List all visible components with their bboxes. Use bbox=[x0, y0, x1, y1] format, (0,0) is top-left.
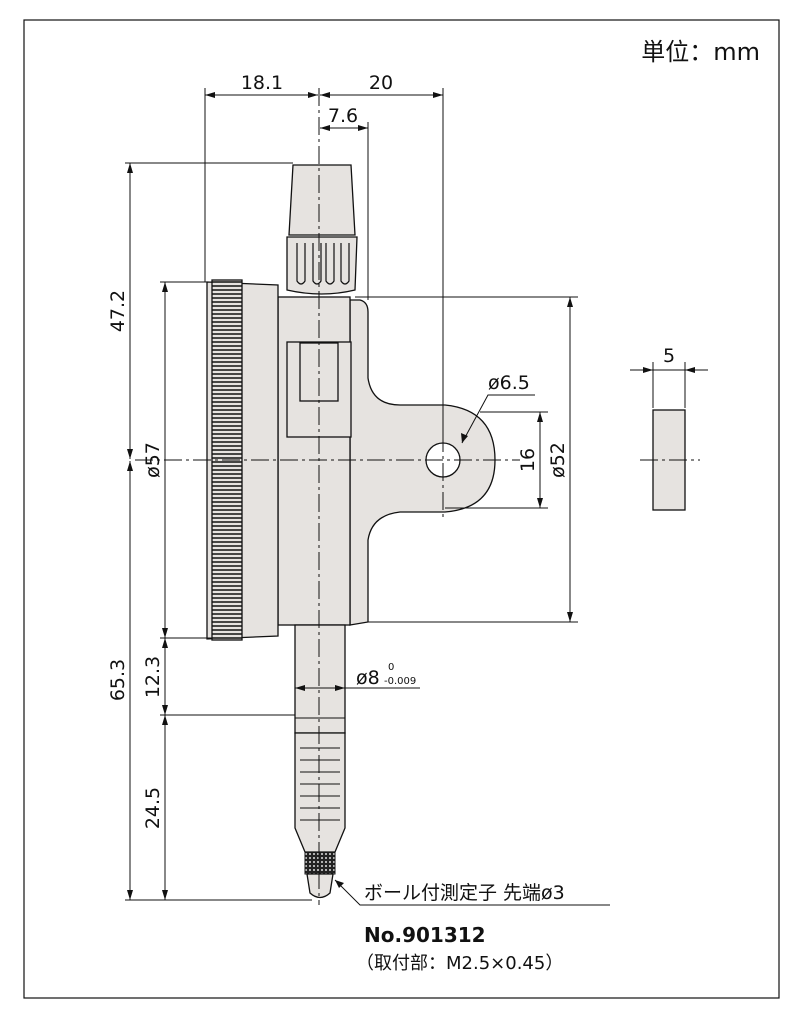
probe-knurl bbox=[304, 851, 336, 875]
dim-16: 16 bbox=[517, 448, 539, 472]
dim-phi8: ø8 bbox=[356, 667, 380, 689]
probe-ball bbox=[306, 873, 334, 899]
dim-65-3: 65.3 bbox=[107, 659, 129, 701]
thread bbox=[294, 732, 346, 853]
drawing-frame bbox=[23, 19, 780, 999]
dim-phi6-5: ø6.5 bbox=[488, 372, 530, 394]
dim-20: 20 bbox=[369, 72, 393, 94]
dim-24-5: 24.5 bbox=[142, 787, 164, 829]
indicator-body bbox=[206, 164, 496, 899]
stem-cap bbox=[288, 164, 356, 236]
thread-spec: （取付部：M2.5×0.45） bbox=[356, 953, 563, 974]
unit-label: 単位：mm bbox=[641, 38, 760, 66]
dim-phi52: ø52 bbox=[547, 442, 569, 478]
dim-7-6: 7.6 bbox=[328, 105, 358, 127]
tol-lower: -0.009 bbox=[384, 676, 416, 687]
dim-12-3: 12.3 bbox=[142, 656, 164, 698]
dim-47-2: 47.2 bbox=[107, 290, 129, 332]
spindle bbox=[294, 624, 346, 734]
dim-18-1: 18.1 bbox=[241, 72, 283, 94]
probe-note: ボール付測定子 先端ø3 bbox=[364, 882, 565, 904]
back-lug bbox=[349, 299, 496, 626]
dim-5: 5 bbox=[663, 345, 675, 367]
tol-upper: 0 bbox=[388, 662, 394, 673]
part-number: No.901312 bbox=[364, 923, 486, 947]
dim-phi57: ø57 bbox=[142, 442, 164, 478]
